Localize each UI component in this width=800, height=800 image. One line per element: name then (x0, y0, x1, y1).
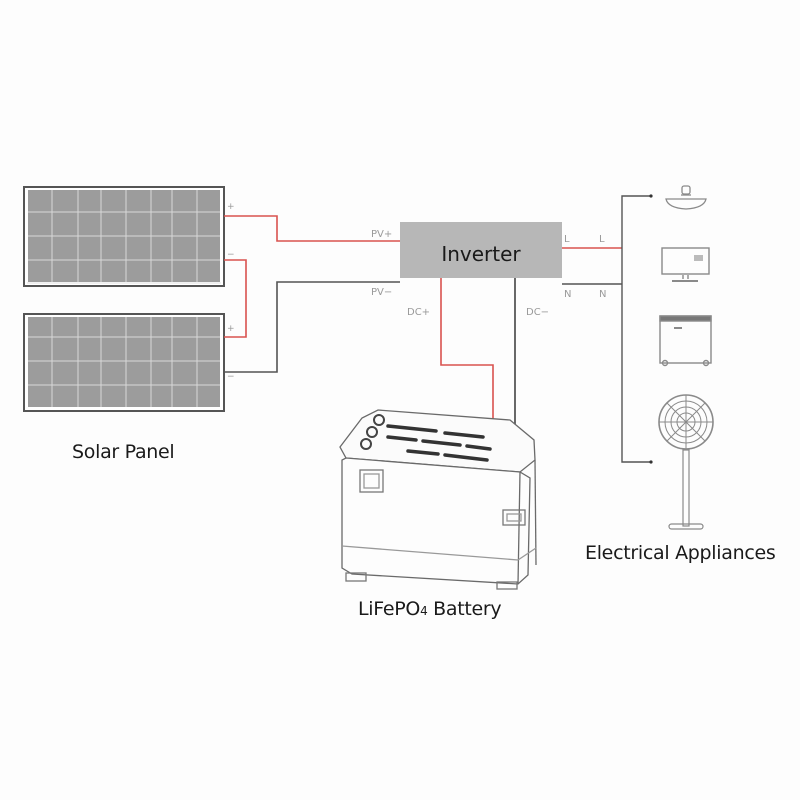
monitor-icon (661, 247, 710, 282)
appliance-bus (621, 195, 651, 463)
bus-arrow-top (649, 194, 653, 198)
port-n-inner: N (564, 289, 572, 300)
port-pv-minus: PV− (371, 287, 393, 298)
solar-panel-label: Solar Panel (72, 441, 175, 463)
wire-panel-series (224, 259, 247, 338)
battery-label-tail: Battery (427, 598, 502, 620)
panel-bottom-positive-mark: + (227, 324, 235, 334)
panel-top-negative-mark: − (227, 250, 235, 260)
solar-panel-top (23, 186, 225, 287)
battery-label: LiFePO4 Battery (358, 598, 502, 620)
port-pv-plus: PV+ (371, 229, 393, 240)
inverter-box (400, 222, 562, 278)
port-dc-plus: DC+ (407, 307, 431, 318)
port-dc-minus: DC− (526, 307, 550, 318)
inverter-label: Inverter (441, 242, 521, 266)
port-l-inner: L (564, 234, 570, 245)
solar-panel-top-rail (27, 282, 221, 284)
port-n-outer: N (599, 289, 607, 300)
panel-bottom-negative-mark: − (227, 372, 235, 382)
port-l-outer: L (599, 234, 605, 245)
battery-label-main: LiFePO (358, 598, 421, 620)
appliances-label: Electrical Appliances (585, 542, 776, 564)
panel-top-positive-mark: + (227, 202, 235, 212)
solar-panel-bottom-grid (28, 317, 220, 407)
bus-arrow-bottom (649, 460, 653, 464)
appliance-box-icon (659, 315, 712, 367)
solar-panel-bottom-cells (28, 317, 220, 407)
solar-panel-bottom (23, 313, 225, 412)
battery-label-subscript: 4 (420, 604, 428, 618)
lamp-icon (665, 185, 707, 210)
fan-icon (658, 394, 714, 530)
wire-pv-positive (224, 215, 400, 242)
wire-pv-negative (224, 281, 400, 373)
solar-panel-top-grid (28, 190, 220, 282)
wire-dc-positive (440, 278, 494, 460)
battery-icon (339, 409, 537, 590)
